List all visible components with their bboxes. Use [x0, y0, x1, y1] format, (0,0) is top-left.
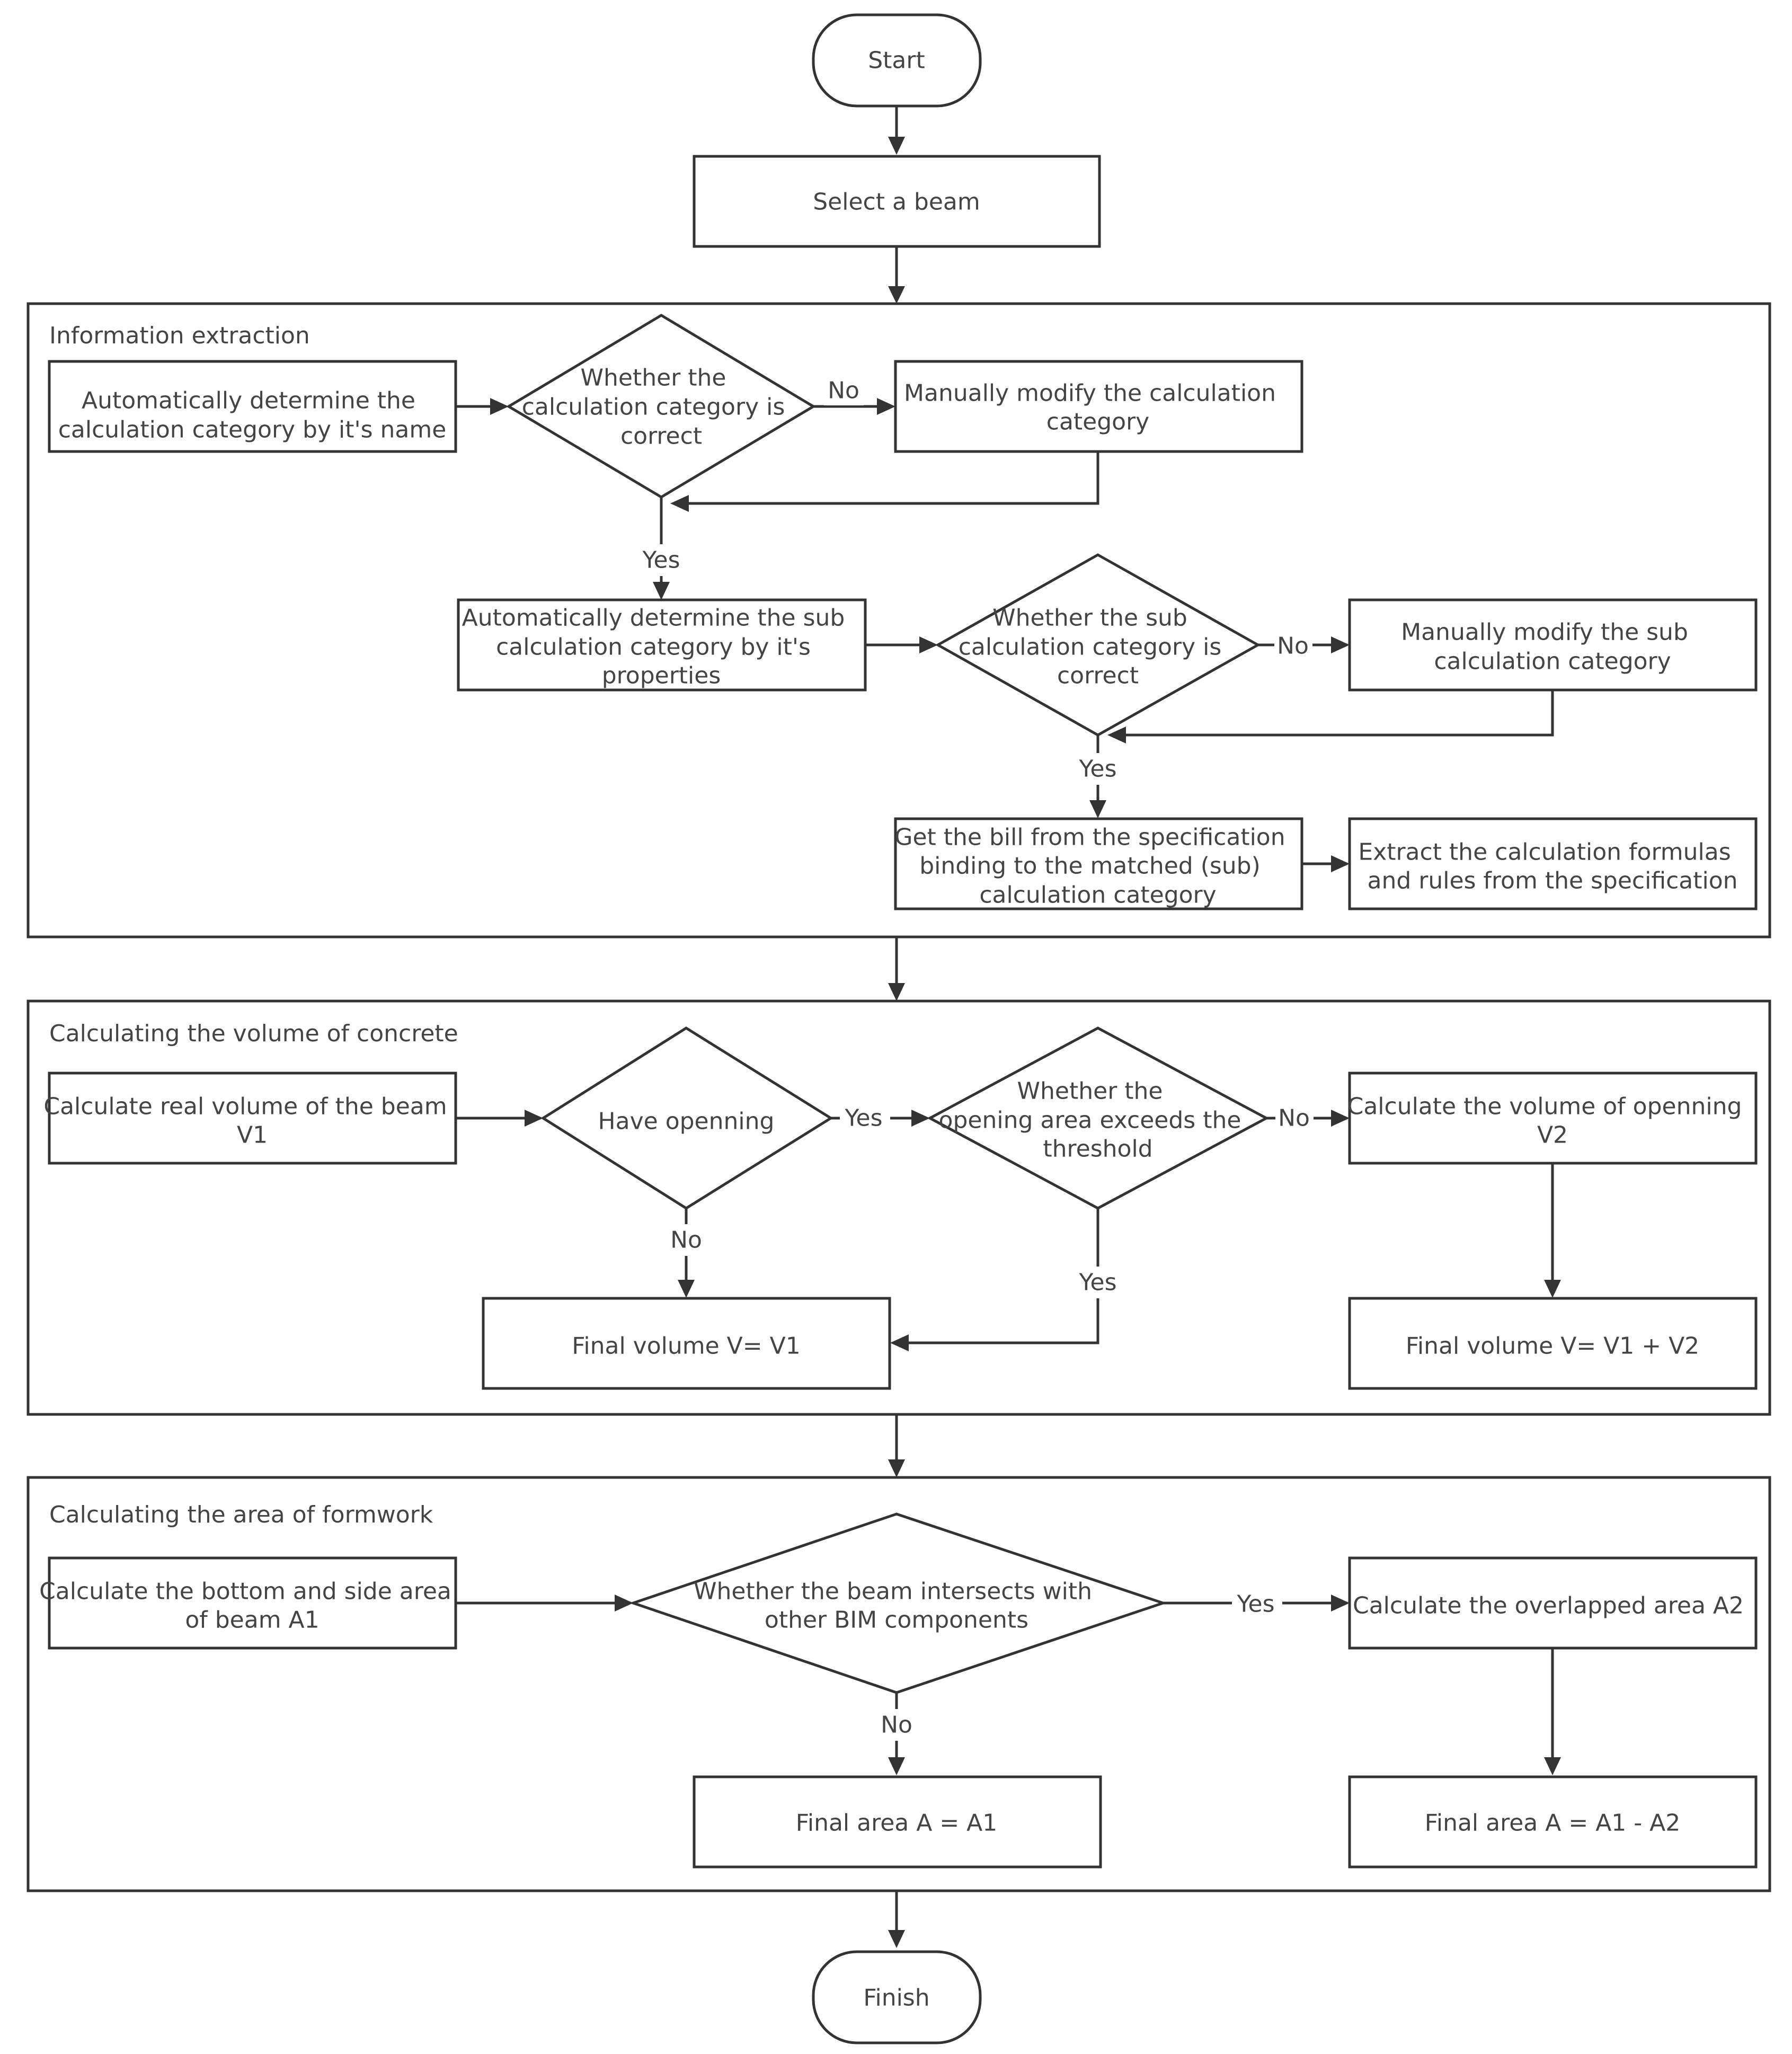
- process-final-volume-v1-v2: [1348, 1297, 1758, 1390]
- arrowhead: [670, 495, 689, 512]
- node-label-sub-category-correct: Whether the sub calculation category is …: [959, 597, 1229, 689]
- edge-label-category-yes: Yes: [642, 547, 680, 574]
- group-label-concrete-volume: Calculating the volume of concrete: [49, 1020, 458, 1047]
- arrowhead: [888, 1459, 905, 1477]
- process-calc-area-a1: [48, 1556, 457, 1650]
- node-label-auto-sub-category: Automatically determine the sub calculat…: [462, 597, 853, 689]
- arrowhead: [877, 398, 895, 415]
- process-manual-category: [894, 360, 1303, 453]
- arrowhead: [1331, 1110, 1350, 1127]
- arrowhead: [1331, 1595, 1350, 1612]
- node-label-final-area-a1-a2: Final area A = A1 - A2: [1425, 1810, 1680, 1837]
- node-label-select-beam: Select a beam: [813, 189, 980, 216]
- edge-manualsub-return: [1126, 690, 1554, 737]
- node-label-calc-volume-v1: Calculate real volume of the beam V1: [43, 1085, 454, 1149]
- process-auto-sub-category: [457, 598, 867, 692]
- group-concrete-volume: [26, 999, 1771, 1416]
- node-label-final-area-a1: Final area A = A1: [796, 1810, 998, 1837]
- node-label-final-volume-v1: Final volume V= V1: [572, 1333, 800, 1360]
- group-label-formwork-area: Calculating the area of formwork: [49, 1501, 433, 1528]
- node-label-beam-intersects: Whether the beam intersects with other B…: [694, 1570, 1099, 1634]
- arrowhead: [1089, 800, 1106, 818]
- arrowhead: [1107, 727, 1126, 743]
- arrowhead: [1544, 1757, 1561, 1775]
- process-extract-formulas: [1348, 817, 1758, 910]
- arrowhead: [888, 983, 905, 1001]
- node-label-extract-formulas: Extract the calculation formulas and rul…: [1358, 831, 1738, 895]
- decision-beam-intersects: [629, 1512, 1167, 1694]
- process-calc-overlap-a2: [1348, 1556, 1758, 1650]
- edge-label-threshold-yes: Yes: [1078, 1269, 1116, 1296]
- arrowhead: [1331, 855, 1350, 872]
- arrowhead: [1331, 636, 1350, 653]
- node-label-auto-category: Automatically determine the calculation …: [58, 379, 447, 444]
- edge-label-sub-yes: Yes: [1078, 756, 1116, 783]
- process-calc-volume-v2: [1348, 1072, 1758, 1165]
- node-label-manual-category: Manually modify the calculation category: [904, 372, 1283, 436]
- edges: [456, 106, 1561, 1948]
- edge-label-threshold-no: No: [1278, 1105, 1310, 1132]
- decision-opening-threshold: [927, 1026, 1270, 1210]
- decision-sub-category-correct: [935, 553, 1261, 737]
- group-formwork-area: [26, 1476, 1771, 1892]
- node-label-opening-threshold: Whether the opening area exceeds the thr…: [939, 1070, 1249, 1163]
- decision-have-opening: [540, 1026, 833, 1210]
- process-auto-category: [48, 360, 457, 453]
- node-label-calc-area-a1: Calculate the bottom and side area of be…: [39, 1570, 459, 1634]
- process-calc-volume-v1: [48, 1072, 457, 1165]
- arrowhead: [615, 1595, 633, 1612]
- node-label-get-bill: Get the bill from the specification bind…: [894, 816, 1292, 909]
- edge-label-opening-no: No: [670, 1227, 702, 1254]
- arrowhead: [490, 398, 509, 415]
- arrowhead: [653, 582, 670, 600]
- process-final-area-a1-a2: [1348, 1775, 1758, 1869]
- edge-labels: No Yes No Yes Yes No No Yes Yes No: [638, 376, 1314, 1741]
- arrowhead: [919, 636, 938, 653]
- node-label-manual-sub-category: Manually modify the sub calculation cate…: [1401, 611, 1696, 675]
- decision-category-correct: [506, 314, 816, 499]
- process-final-area-a1: [693, 1775, 1102, 1869]
- group-label-information-extraction: Information extraction: [49, 322, 310, 349]
- edge-manualcat-return: [689, 452, 1099, 505]
- arrowhead: [525, 1110, 543, 1127]
- arrowhead: [911, 1110, 930, 1127]
- arrowhead: [1544, 1280, 1561, 1298]
- arrowhead: [890, 1334, 909, 1351]
- node-label-final-volume-v1-v2: Final volume V= V1 + V2: [1406, 1333, 1699, 1360]
- process-select-beam: [693, 155, 1101, 248]
- terminal-finish: [812, 1950, 982, 2044]
- process-get-bill: [894, 817, 1303, 910]
- terminal-start: [812, 13, 982, 108]
- node-label-calc-overlap-a2: Calculate the overlapped area A2: [1353, 1592, 1744, 1619]
- node-label-start: Start: [868, 47, 925, 74]
- group-information-extraction: [26, 302, 1771, 939]
- arrowhead: [888, 137, 905, 155]
- arrowhead: [678, 1280, 695, 1298]
- edge-label-opening-yes: Yes: [844, 1105, 882, 1132]
- arrowhead: [888, 286, 905, 304]
- node-label-have-opening: Have openning: [598, 1108, 775, 1135]
- edge-label-intersect-no: No: [881, 1712, 912, 1739]
- edge-label-intersect-yes: Yes: [1236, 1591, 1274, 1618]
- edge-qthr-finalv1: [909, 1208, 1099, 1344]
- process-final-volume-v1: [482, 1297, 891, 1390]
- edge-label-category-no: No: [828, 377, 859, 404]
- process-manual-sub-category: [1348, 598, 1758, 692]
- node-label-category-correct: Whether the calculation category is corr…: [522, 357, 793, 450]
- arrowhead: [888, 1757, 905, 1775]
- edge-label-sub-no: No: [1277, 633, 1309, 660]
- arrowhead: [888, 1930, 905, 1948]
- node-label-calc-volume-v2: Calculate the volume of openning V2: [1347, 1085, 1750, 1149]
- node-label-finish: Finish: [863, 1985, 929, 2012]
